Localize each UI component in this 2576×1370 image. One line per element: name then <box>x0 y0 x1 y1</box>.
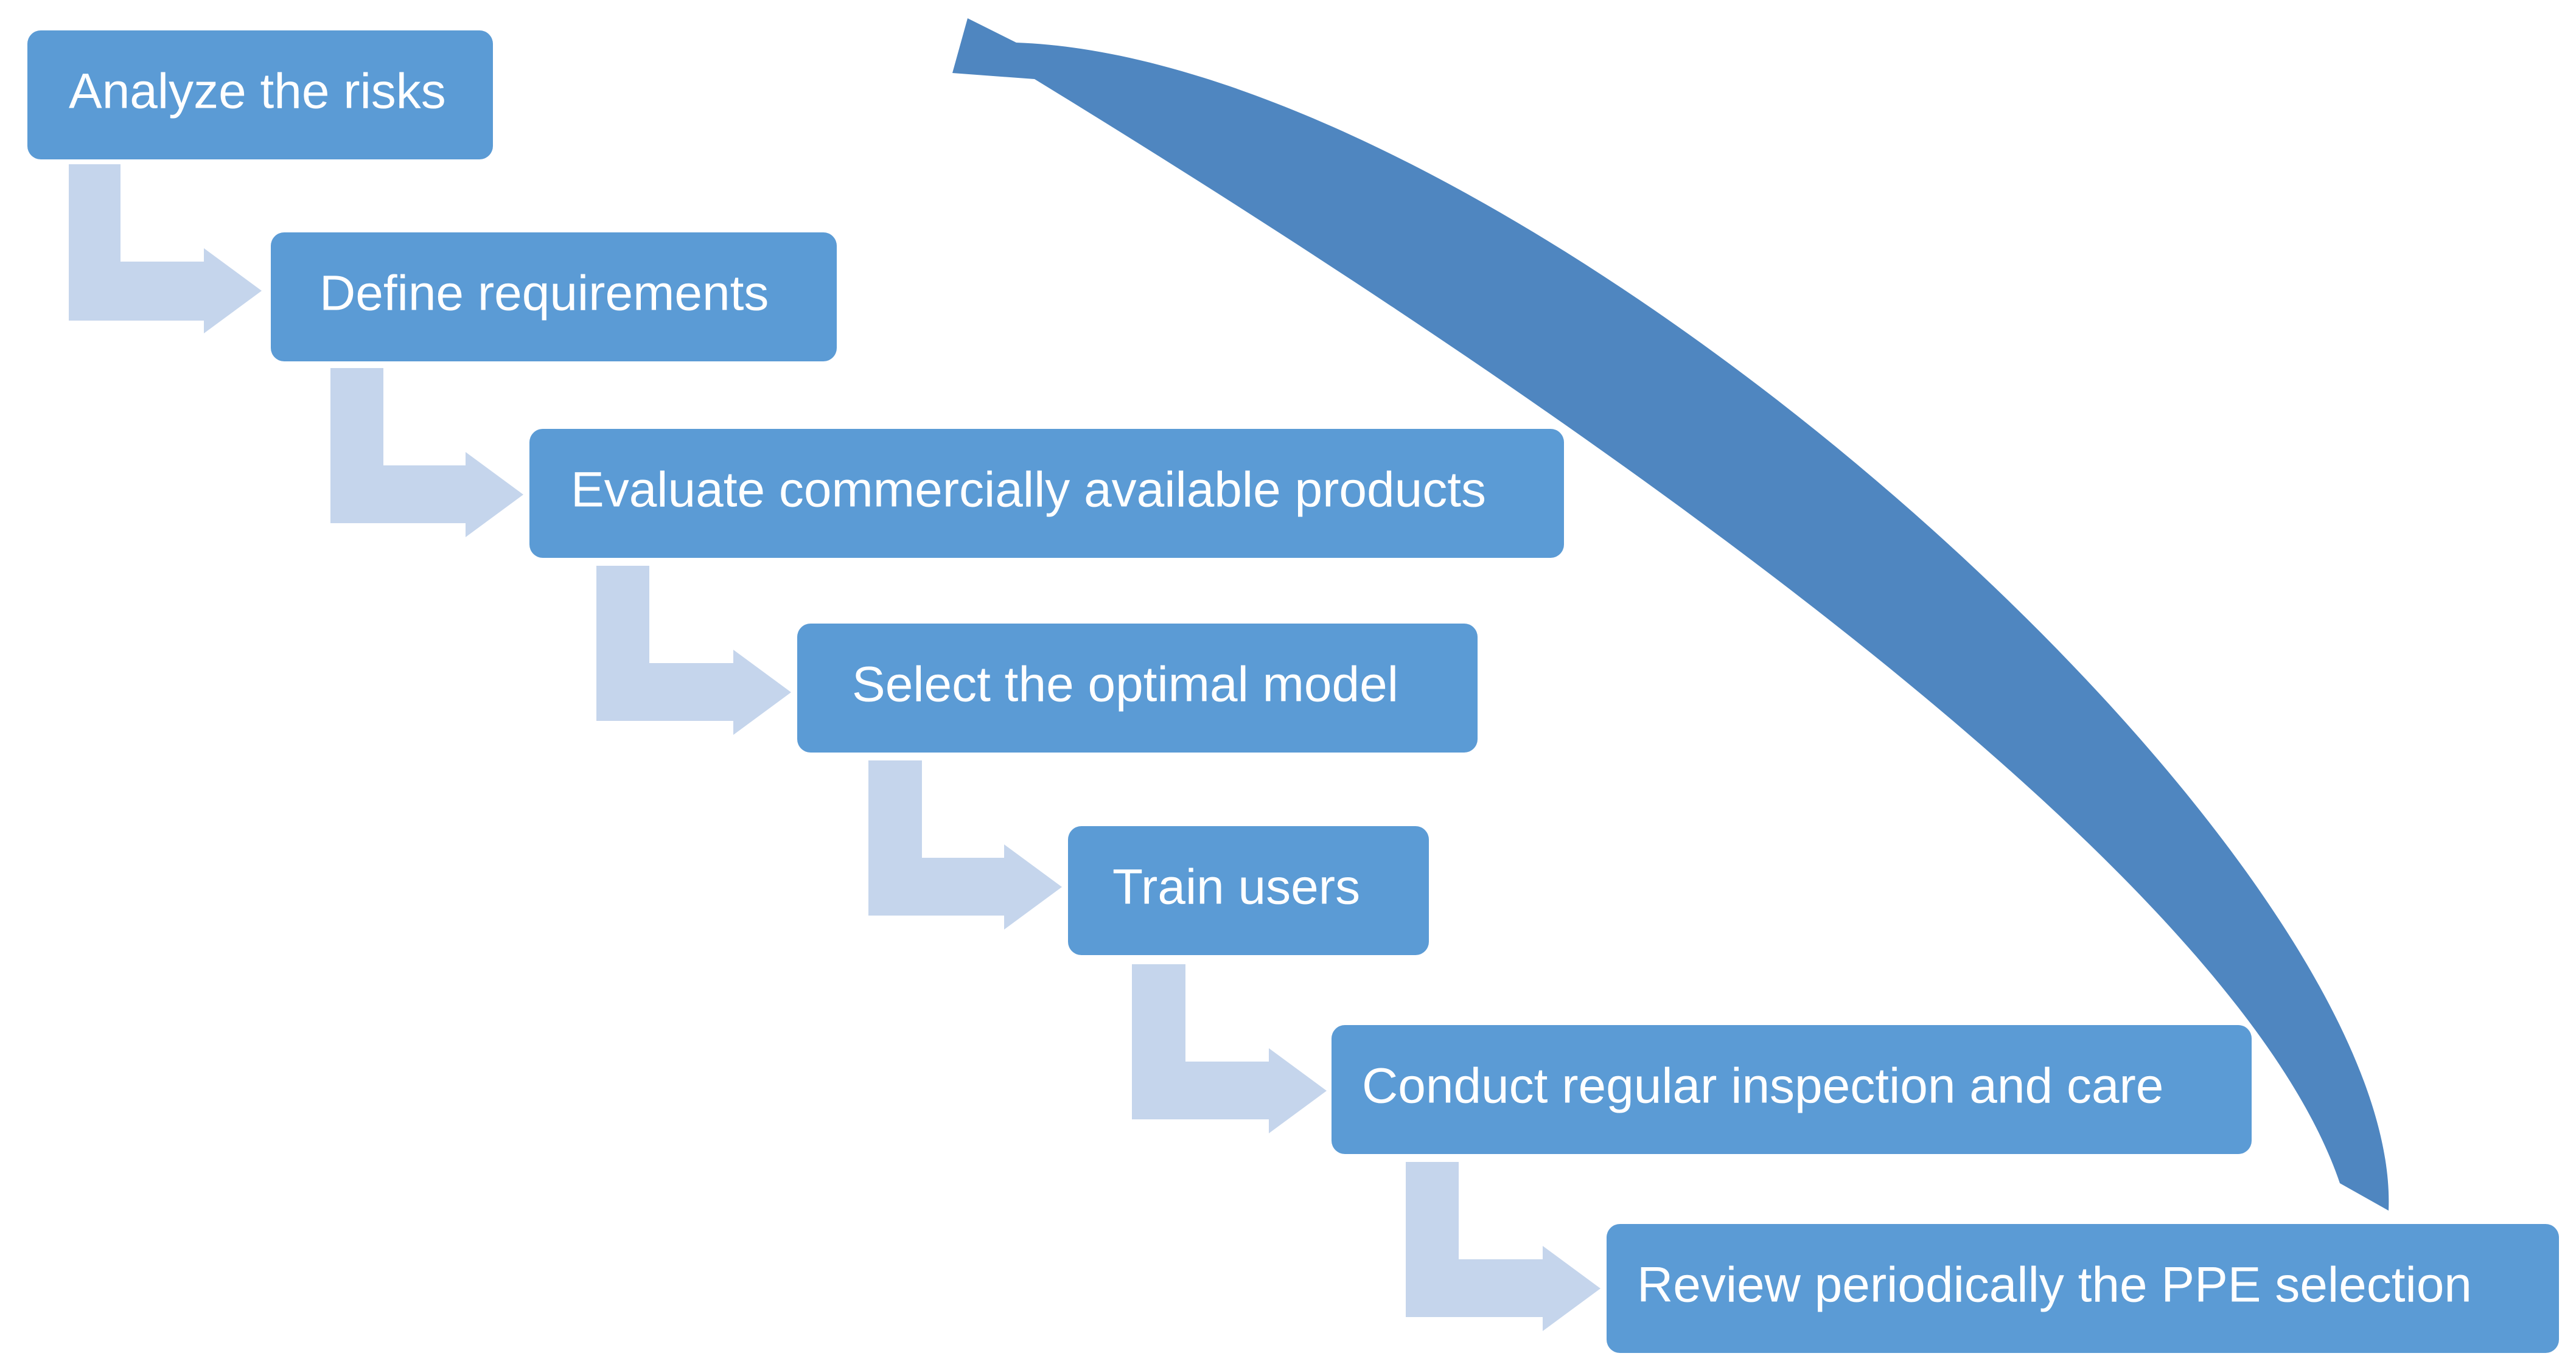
step-label: Conduct regular inspection and care <box>1362 1059 2163 1114</box>
step-evaluate-products: Evaluate commercially available products <box>529 429 1564 558</box>
step-box <box>797 624 1478 753</box>
step-label: Analyze the risks <box>69 64 446 119</box>
connector-4-5 <box>868 760 1062 930</box>
step-box <box>1607 1224 2559 1353</box>
connector-1-2 <box>69 164 262 333</box>
step-define-requirements: Define requirements <box>271 232 837 361</box>
step-label: Select the optimal model <box>852 657 1398 712</box>
step-train-users: Train users <box>1068 826 1429 955</box>
step-select-model: Select the optimal model <box>797 624 1478 753</box>
step-label: Train users <box>1112 860 1360 915</box>
step-review-ppe: Review periodically the PPE selection <box>1607 1224 2559 1353</box>
step-box <box>271 232 837 361</box>
step-inspection-care: Conduct regular inspection and care <box>1332 1025 2252 1154</box>
step-label: Review periodically the PPE selection <box>1637 1257 2472 1313</box>
connector-3-4 <box>596 566 791 735</box>
process-steps: Analyze the risks Define requirements Ev… <box>27 30 2559 1353</box>
step-box <box>27 30 493 159</box>
step-label: Define requirements <box>319 266 769 321</box>
connector-5-6 <box>1132 964 1327 1133</box>
step-connectors <box>69 164 1600 1331</box>
step-analyze-risks: Analyze the risks <box>27 30 493 159</box>
step-box <box>529 429 1564 558</box>
connector-2-3 <box>330 368 523 537</box>
step-label: Evaluate commercially available products <box>571 462 1486 518</box>
connector-6-7 <box>1406 1162 1600 1331</box>
step-box <box>1068 826 1429 955</box>
step-box <box>1332 1025 2252 1154</box>
